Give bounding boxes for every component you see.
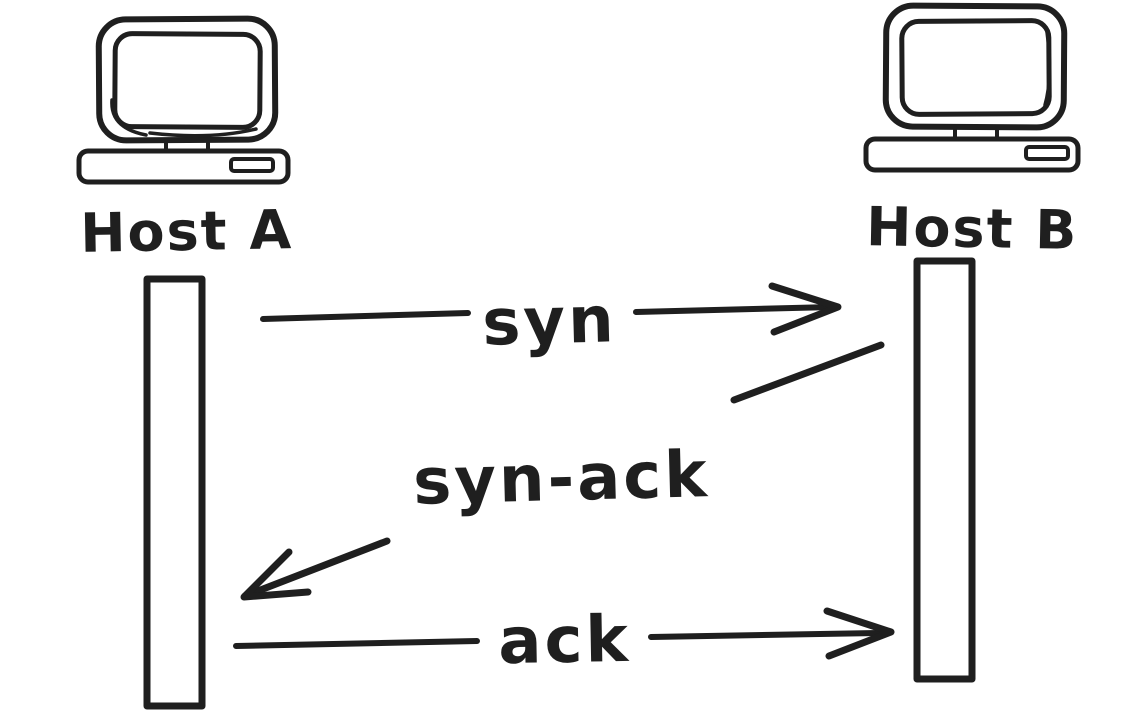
syn-arrowhead [768, 282, 842, 336]
syn-arrow-shaft-right [633, 304, 836, 315]
syn-message-label: syn [481, 283, 617, 360]
sketch-doubled-stroke [148, 127, 258, 138]
host-a-lifeline [143, 275, 206, 710]
syn-ack-arrow [240, 341, 885, 601]
sketch-doubled-stroke [1043, 30, 1052, 107]
disk-slot-shape [1024, 145, 1070, 161]
host-a-label: Host A [80, 198, 294, 265]
disk-slot-shape [229, 157, 275, 173]
ack-arrow-shaft-left [233, 638, 480, 649]
ack-arrowhead [823, 607, 895, 660]
monitor-screen-shape [112, 31, 263, 130]
syn-ack-arrow-shaft-upper [730, 341, 885, 404]
syn-ack-message-label: syn-ack [412, 438, 710, 520]
ack-message-label: ack [498, 603, 632, 679]
host-a-computer-icon [76, 15, 291, 185]
syn-ack-arrowhead [240, 548, 312, 601]
syn-ack-arrow-shaft-lower [241, 537, 391, 600]
syn-arrow-shaft-left [260, 310, 471, 322]
computer-base-shape [863, 136, 1081, 173]
host-b-lifeline [913, 257, 976, 683]
monitor-screen-shape [899, 18, 1052, 117]
ack-arrow [233, 607, 895, 660]
host-b-computer-icon [863, 2, 1081, 173]
sketch-doubled-stroke [110, 98, 148, 137]
ack-arrow-shaft-right [648, 630, 881, 640]
syn-arrow [260, 282, 842, 336]
host-b-label: Host B [866, 195, 1079, 262]
